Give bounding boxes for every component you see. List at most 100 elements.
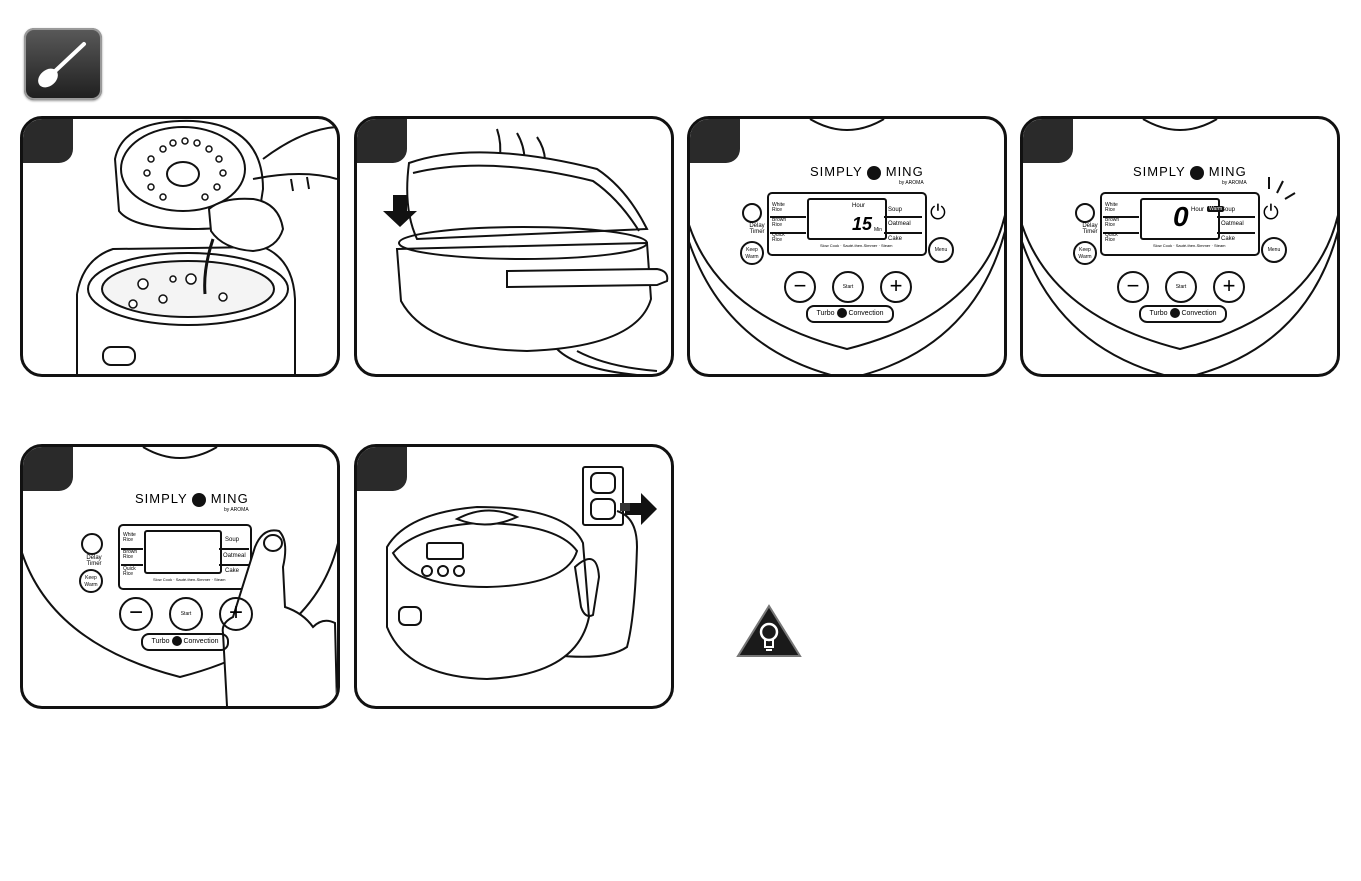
minus-button[interactable]: − [784,271,816,303]
plug-icon [620,503,630,511]
start-button[interactable]: Start [1165,271,1197,303]
power-icon[interactable]: ⏻ [1263,202,1279,224]
menu-label: Menu [934,247,948,253]
delay-timer-label: Delay Timer [1082,223,1098,235]
keep-warm-button[interactable]: Keep Warm [740,241,764,265]
menu-oatmeal[interactable]: Oatmeal [888,221,911,227]
brand-suffix: MING [1208,164,1247,179]
brand-text: SIMPLY [1133,164,1186,179]
mode-row: Slow Cook · Sauté-then-Simmer · Steam [153,577,226,582]
unplug-illustration [386,466,657,681]
start-label: Start [1175,284,1187,290]
turbo-convection-button[interactable]: Turbo Convection [141,633,229,651]
menu-button[interactable]: Menu [1261,237,1287,263]
mode-row: Slow Cook · Sauté-then-Simmer · Steam [820,243,893,248]
quick-label: Quick [772,232,785,238]
step-5-panel: SIMPLY MING by AROMA Delay Timer Keep Wa… [20,444,340,709]
white-label: White [123,532,136,538]
keep-label: Keep [746,247,758,253]
right-arrow-icon [625,493,657,525]
fan-icon [836,308,847,319]
step-6-panel [354,444,674,709]
down-arrow-icon [383,195,417,227]
step-4-panel: SIMPLY MING by AROMA Delay Timer Keep Wa… [1020,116,1340,377]
start-button[interactable]: Start [832,271,864,303]
saute-label: Sauté-then-Simmer [1175,243,1211,248]
brand-logo: SIMPLY MING by AROMA [135,491,249,513]
convection-label: Convection [848,310,884,317]
quick-label: Quick [1105,232,1118,238]
display-readout: 15 [852,214,873,234]
alarm-clock-icon [742,203,762,223]
saute-label: Sauté-then-Simmer [175,577,211,582]
step-badge [357,447,407,491]
menu-cake[interactable]: Cake [225,568,240,574]
alarm-clock-icon [1075,203,1095,223]
warm-badge: Warm [1207,206,1225,212]
menu-button[interactable]: Menu [928,237,954,263]
step-2-panel [354,116,674,377]
white-label: White [1105,202,1118,208]
brown-label: Brown [772,217,787,223]
brand-text: SIMPLY [135,491,188,506]
power-icon[interactable]: ⏻ [930,202,946,224]
delay-timer-label: Delay Timer [749,223,765,235]
plus-button[interactable]: + [219,597,253,631]
spoon-icon [24,28,102,100]
brand-suffix: MING [885,164,924,179]
slow-cook-label: Slow Cook [1153,243,1173,248]
brand-dot-icon [1190,165,1205,180]
step-badge [357,119,407,163]
turbo-label: Turbo [1149,310,1168,317]
menu-soup[interactable]: Soup [888,207,903,213]
menu-oatmeal[interactable]: Oatmeal [223,553,246,559]
keep-warm-button[interactable]: Keep Warm [1073,241,1097,265]
alarm-clock-icon [81,533,103,555]
plus-button[interactable]: + [880,271,912,303]
keep-warm-button[interactable]: Keep Warm [79,569,103,593]
start-label: Start [180,611,192,617]
rice-label: Rice [123,537,134,543]
turbo-convection-button[interactable]: Turbo Convection [806,305,894,323]
rice-label: Rice [1105,237,1116,243]
quick-label: Quick [123,566,136,572]
rice-label: Rice [772,237,783,243]
menu-soup[interactable]: Soup [225,537,240,543]
plus-button[interactable]: + [1213,271,1245,303]
turbo-label: Turbo [816,310,835,317]
step-3-panel: SIMPLY MING by AROMA Delay Timer Keep Wa… [687,116,1007,377]
menu-label: Menu [1267,247,1281,253]
step-1-panel [20,116,340,377]
start-button[interactable]: Start [169,597,203,631]
brown-label: Brown [1105,217,1120,223]
brand-by: by AROMA [898,179,924,186]
brand-logo: SIMPLY MING by AROMA [810,164,924,186]
brand-suffix: MING [210,491,249,506]
brown-label: Brown [123,549,138,555]
minus-button[interactable]: − [1117,271,1149,303]
warm-label: Warm [84,582,98,588]
step-badge [23,119,73,163]
rice-label: Rice [1105,207,1116,213]
menu-soup[interactable]: Soup [1221,207,1236,213]
mode-row: Slow Cook · Sauté-then-Simmer · Steam [1153,243,1226,248]
white-label: White [772,202,785,208]
keep-label: Keep [85,575,97,581]
turbo-convection-button[interactable]: Turbo Convection [1139,305,1227,323]
brand-by: by AROMA [1221,179,1247,186]
lightbulb-icon [736,604,802,658]
menu-cake[interactable]: Cake [888,236,903,242]
menu-cake[interactable]: Cake [1221,236,1236,242]
steam-label: Steam [1213,243,1226,248]
menu-oatmeal[interactable]: Oatmeal [1221,221,1244,227]
minus-button[interactable]: − [119,597,153,631]
